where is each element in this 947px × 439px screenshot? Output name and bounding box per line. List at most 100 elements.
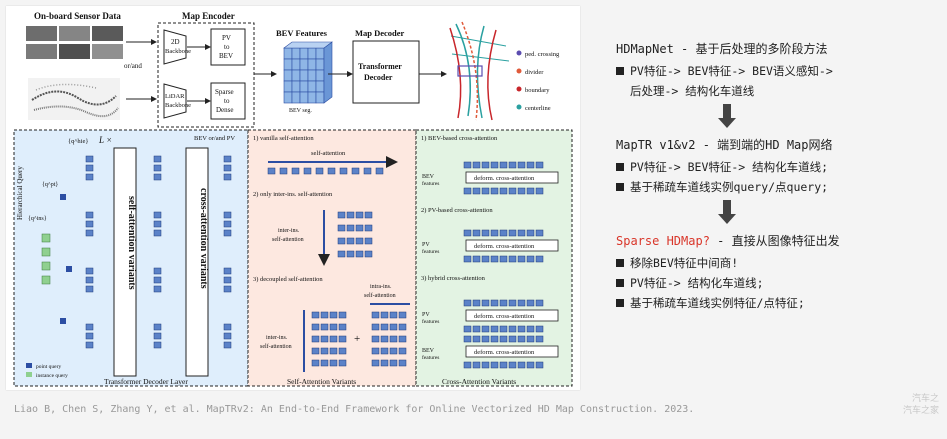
bev-feature-grid: [283, 41, 333, 104]
query-token: [338, 311, 347, 319]
bev-cell: [283, 69, 293, 82]
ca-token: [535, 299, 544, 307]
query-token: [153, 267, 162, 275]
sparse-title: Sparse HDMap? - 直接从图像特征出发: [616, 232, 936, 249]
ca-token: [472, 187, 481, 195]
ca-token: [517, 335, 526, 343]
query-token: [223, 323, 232, 331]
query-token: [85, 285, 94, 293]
ca-token: [526, 161, 535, 169]
ca-token: [481, 255, 490, 263]
ca-token: [490, 161, 499, 169]
sa-variant-1: 1) vanilla self-attention: [253, 135, 314, 142]
query-token: [371, 335, 380, 343]
ca-token: [481, 325, 490, 333]
ca-token: [463, 255, 472, 263]
ca-token: [463, 325, 472, 333]
ca-token: [499, 325, 508, 333]
sparse-to-dense-line1: Sparse: [215, 88, 234, 96]
ca-token: [499, 361, 508, 369]
query-token: [338, 335, 347, 343]
query-token: [380, 311, 389, 319]
ca-token: [517, 299, 526, 307]
query-token: [398, 311, 407, 319]
legend-label: divider: [525, 69, 544, 76]
transformer-decoder-line1: Transformer: [358, 62, 402, 71]
sa-token-grid-2: [337, 211, 373, 258]
hierarchical-query-label: Hierarchical Query: [16, 166, 24, 220]
query-token: [85, 173, 94, 181]
ca-token: [463, 161, 472, 169]
ca-token: [463, 361, 472, 369]
query-token: [339, 167, 348, 175]
ca-token: [499, 299, 508, 307]
sparse-title-rest: - 直接从图像特征出发: [709, 234, 840, 248]
ca-token: [463, 187, 472, 195]
ca-feature-label: features: [422, 354, 439, 361]
sparse-bullet-1-text: 移除BEV特征中间商!: [630, 256, 739, 270]
ca-token: [481, 335, 490, 343]
map-encoder-title: Map Encoder: [182, 11, 235, 21]
query-token: [153, 276, 162, 284]
decoder-layer-caption: Transformer Decoder Layer: [104, 377, 188, 386]
query-token: [346, 224, 355, 232]
query-token: [85, 323, 94, 331]
query-token: [351, 167, 360, 175]
ca-token: [481, 161, 490, 169]
bev-cell: [283, 58, 293, 71]
bullet-square-icon: [616, 258, 624, 267]
bev-cell: [283, 47, 293, 60]
ca-feature-label: PV: [422, 312, 430, 318]
sa-caption: Self-Attention Variants: [287, 377, 356, 386]
bev-features-title: BEV Features: [276, 28, 328, 38]
ca-token: [517, 161, 526, 169]
down-arrow-head-icon: [718, 118, 736, 128]
ca-token: [508, 325, 517, 333]
deform-box: [465, 171, 559, 184]
ca-token: [472, 325, 481, 333]
camera-images: [26, 26, 123, 59]
bev-cell: [291, 58, 301, 71]
cross-attention-variants-label: cross-attention variants: [198, 188, 209, 289]
ca-token: [490, 361, 499, 369]
maptr-bullet-2: 基于稀疏车道线实例query/点query;: [616, 180, 936, 194]
query-token: [85, 276, 94, 284]
ca-token: [508, 255, 517, 263]
query-token: [375, 167, 384, 175]
ca-token: [481, 187, 490, 195]
bev-cell: [291, 91, 301, 104]
query-token: [355, 211, 364, 219]
ca-token: [490, 335, 499, 343]
bev-seg-label: BEV seg.: [289, 108, 312, 114]
instance-query-token: [41, 261, 51, 271]
hdmapnet-bullet: PV特征-> BEV特征-> BEV语义感知->: [616, 64, 936, 78]
ca-token: [508, 299, 517, 307]
sparse-bullet-2-text: PV特征-> 结构化车道线;: [630, 276, 764, 290]
down-arrow-icon: [723, 104, 731, 118]
query-columns: [41, 155, 232, 349]
query-token: [329, 347, 338, 355]
or-and-label: or/and: [124, 62, 142, 70]
ca-token: [526, 255, 535, 263]
query-token: [153, 164, 162, 172]
ca-variant-2: 2) PV-based cross-attention: [421, 207, 493, 214]
query-token: [355, 224, 364, 232]
query-token: [371, 311, 380, 319]
query-token: [153, 173, 162, 181]
bev-cell: [307, 91, 317, 104]
sa-variant-3: 3) decoupled self-attention: [253, 276, 323, 283]
query-token: [364, 237, 373, 245]
query-token: [320, 335, 329, 343]
ca-token: [517, 255, 526, 263]
ca-token: [463, 299, 472, 307]
pv-to-bev-line3: BEV: [219, 52, 233, 60]
deform-label: deform. cross-attention: [474, 243, 535, 250]
query-token: [320, 347, 329, 355]
bullet-square-icon: [616, 298, 624, 307]
ca-token: [472, 361, 481, 369]
ca-token: [517, 187, 526, 195]
query-token: [223, 341, 232, 349]
ca-feature-label: features: [422, 248, 439, 255]
sa-token-row-1: [267, 167, 384, 175]
query-token: [398, 347, 407, 355]
